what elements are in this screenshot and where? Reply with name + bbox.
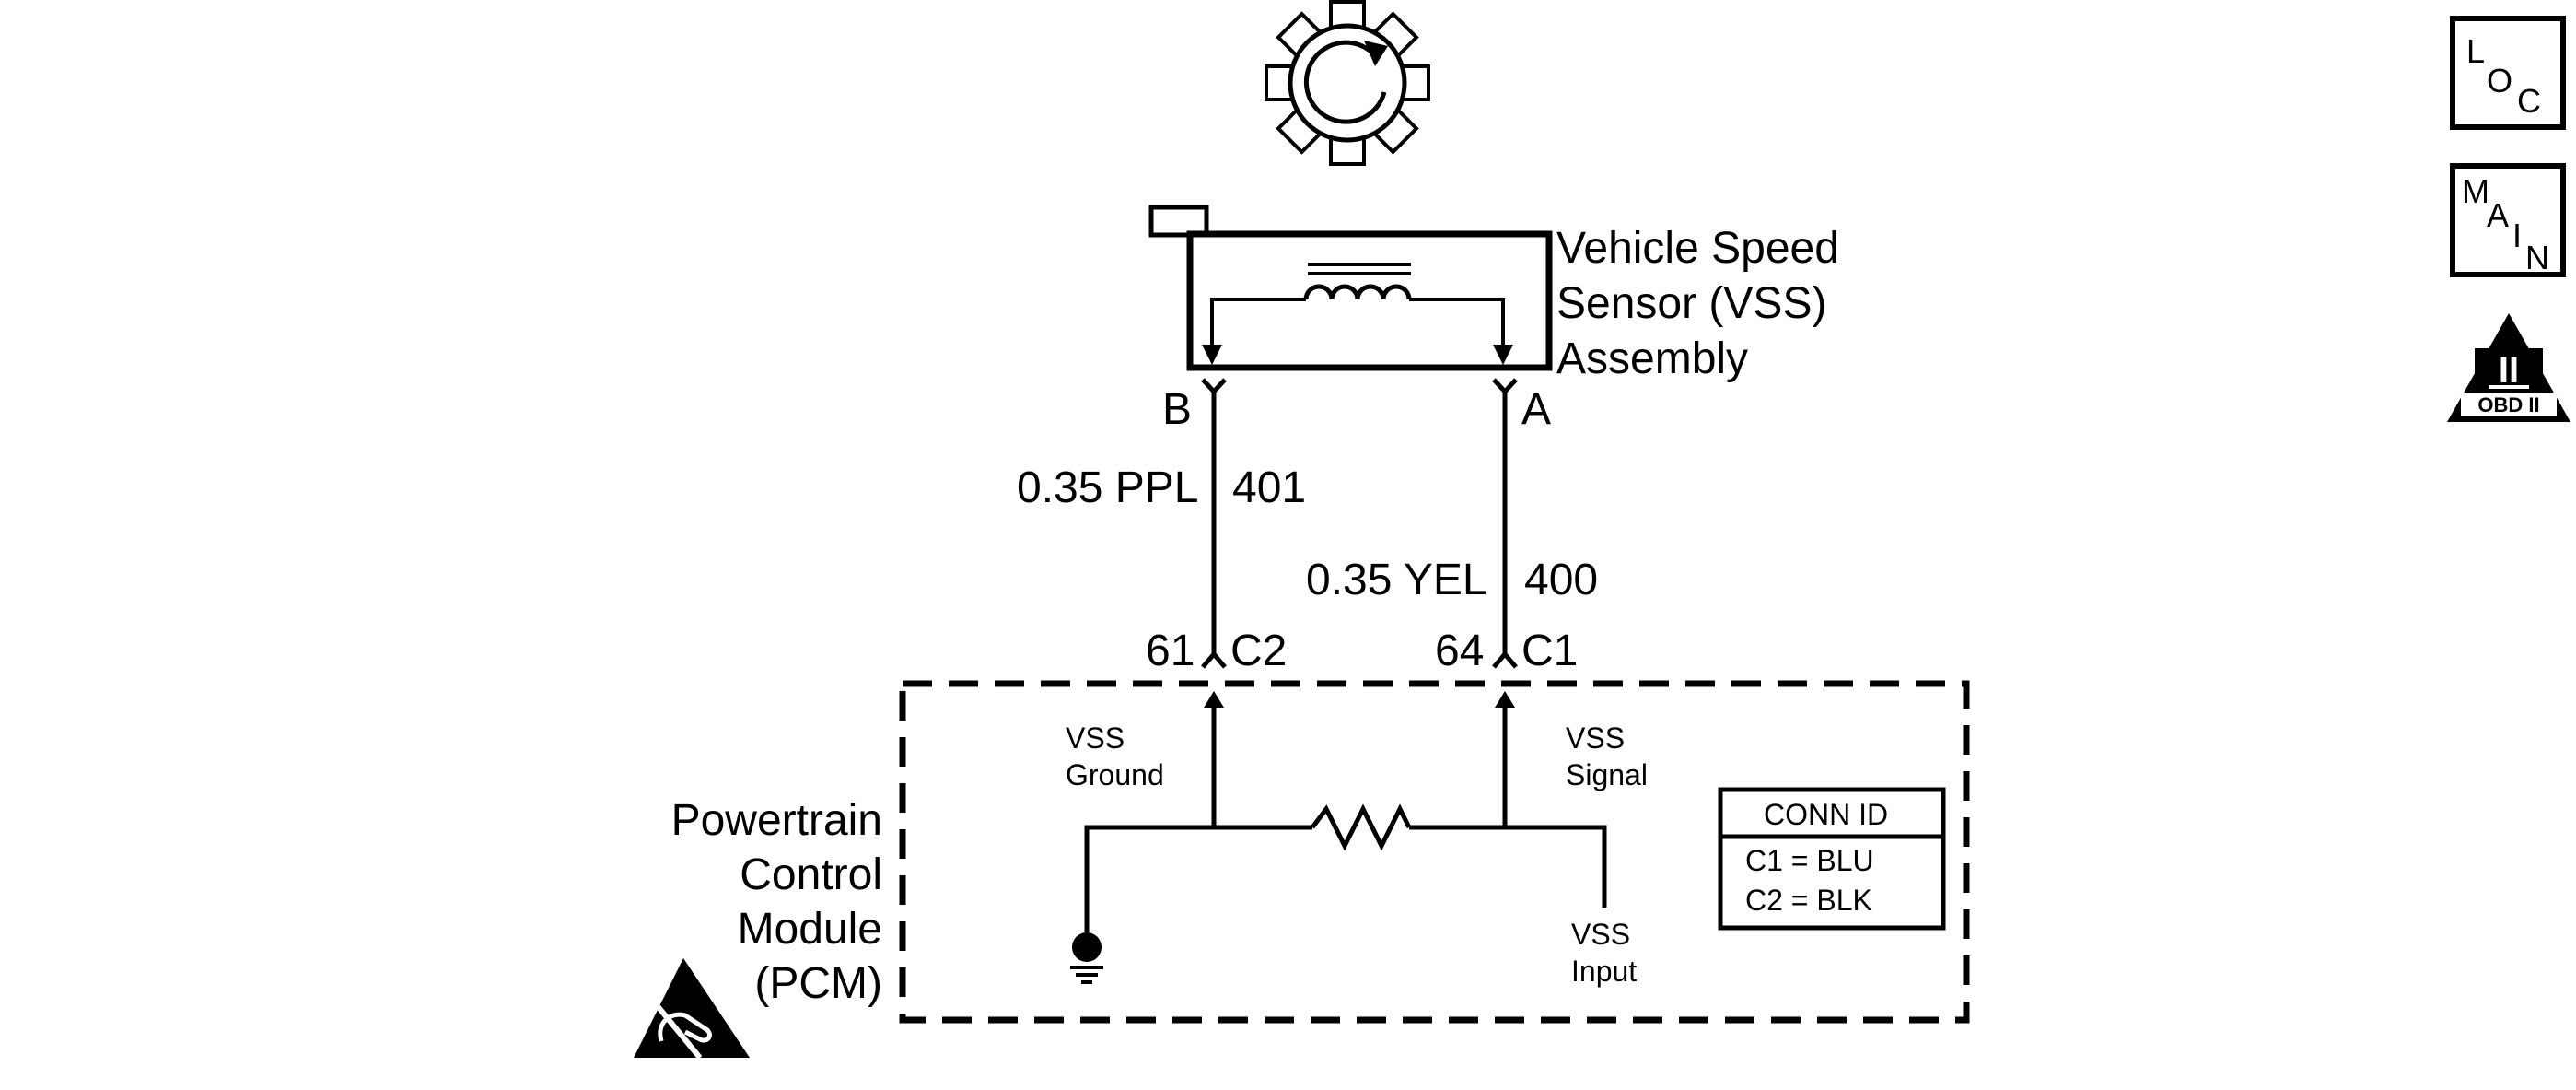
pcm-name-line-3: Module bbox=[738, 905, 882, 954]
conn-id-row-1: C1 = BLU bbox=[1745, 844, 1874, 877]
vss-input-label-line-1: VSS bbox=[1571, 918, 1630, 951]
coil-symbol-icon bbox=[1303, 263, 1412, 300]
loc-letter-c: C bbox=[2517, 82, 2541, 120]
loc-icon[interactable]: L O C bbox=[2450, 16, 2566, 130]
wire-401-size-color: 0.35 PPL bbox=[1017, 463, 1198, 512]
pcm-name-line-1: Powertrain bbox=[671, 796, 882, 845]
vss-input-label-line-2: Input bbox=[1571, 955, 1637, 988]
main-letter-n: N bbox=[2525, 239, 2549, 276]
pcm-connector-c1: 64 C1 bbox=[1435, 627, 1578, 675]
vss-signal-label-line-1: VSS bbox=[1566, 721, 1625, 755]
c1-connector-id: C1 bbox=[1521, 627, 1578, 675]
pcm-internal-circuit bbox=[1070, 691, 1607, 984]
pcm-name-line-4: (PCM) bbox=[754, 959, 882, 1008]
loc-letter-o: O bbox=[2487, 62, 2512, 100]
sensor-name-line-1: Vehicle Speed bbox=[1556, 224, 1839, 273]
pin-b-label: B bbox=[1162, 385, 1192, 434]
pin-a-label: A bbox=[1521, 385, 1551, 434]
rotating-gear-icon bbox=[1265, 0, 1430, 166]
obd-ii-icon[interactable]: II OBD II bbox=[2447, 313, 2570, 422]
vss-sensor-assembly: Vehicle Speed Sensor (VSS) Assembly bbox=[1148, 205, 1839, 383]
sensor-connector: B A bbox=[1162, 378, 1551, 434]
c2-connector-id: C2 bbox=[1230, 627, 1287, 675]
loc-letter-l: L bbox=[2466, 32, 2485, 70]
obd-label: OBD II bbox=[2477, 393, 2539, 416]
obd-numeral: II bbox=[2499, 350, 2519, 391]
vss-ground-label-line-1: VSS bbox=[1066, 721, 1125, 755]
resistor-symbol-icon bbox=[1311, 803, 1412, 851]
pcm-name-line-2: Control bbox=[740, 850, 882, 899]
c2-pin-number: 61 bbox=[1146, 627, 1195, 675]
sensor-name-line-2: Sensor (VSS) bbox=[1556, 279, 1826, 328]
sensor-name-line-3: Assembly bbox=[1556, 334, 1748, 383]
wire-400-size-color: 0.35 YEL bbox=[1306, 556, 1487, 604]
vss-signal-label-line-2: Signal bbox=[1566, 758, 1648, 791]
wire-400-circuit: 400 bbox=[1524, 556, 1598, 604]
vss-ground-label-line-2: Ground bbox=[1066, 758, 1164, 791]
ground-symbol-icon bbox=[1070, 932, 1103, 984]
pcm-connector-c2: 61 C2 bbox=[1146, 627, 1287, 675]
wire-401: 0.35 PPL 401 bbox=[1017, 392, 1306, 654]
conn-id-header: CONN ID bbox=[1764, 798, 1888, 831]
wire-400: 0.35 YEL 400 bbox=[1306, 392, 1598, 654]
main-icon[interactable]: M A I N bbox=[2450, 163, 2566, 277]
main-letter-a: A bbox=[2487, 196, 2509, 234]
esd-sensitive-icon bbox=[634, 958, 750, 1060]
main-letter-m: M bbox=[2462, 172, 2489, 210]
conn-id-row-2: C2 = BLK bbox=[1745, 884, 1872, 917]
pcm-boundary bbox=[899, 680, 1970, 1024]
conn-id-table: CONN ID C1 = BLU C2 = BLK bbox=[1718, 787, 1946, 931]
c1-pin-number: 64 bbox=[1435, 627, 1484, 675]
wire-401-circuit: 401 bbox=[1232, 463, 1306, 512]
main-letter-i: I bbox=[2512, 217, 2522, 254]
